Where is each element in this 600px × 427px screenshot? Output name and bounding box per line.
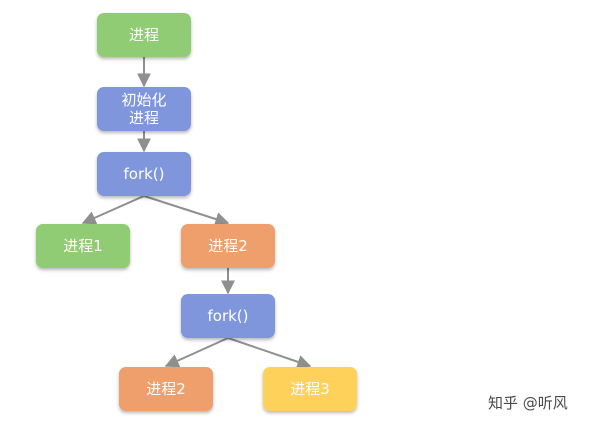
node-label: 进程	[129, 109, 159, 127]
edge-fork-2-to-process-3	[227, 337, 312, 369]
node-box	[97, 13, 191, 57]
node-label: 进程	[129, 26, 159, 44]
node-box	[36, 224, 130, 268]
watermark: 知乎 @听风	[488, 394, 568, 412]
node-box	[119, 367, 213, 411]
node-label: 进程2	[208, 237, 248, 255]
edge-fork-2-to-process-2-child	[164, 337, 229, 368]
node-box	[181, 224, 275, 268]
edge-fork-1-to-process-1	[81, 195, 145, 225]
node-box	[97, 152, 191, 196]
node-process-3: 进程3	[263, 367, 357, 411]
node-process-root: 进程	[97, 13, 191, 57]
node-box	[181, 294, 275, 338]
node-label: 进程1	[63, 237, 103, 255]
node-process-1: 进程1	[36, 224, 130, 268]
edge-fork-1-to-process-2	[143, 195, 230, 226]
node-label: 初始化	[121, 91, 166, 109]
node-fork-2: fork()	[181, 294, 275, 338]
edges-layer	[81, 57, 312, 369]
node-label: 进程2	[146, 380, 186, 398]
node-label: fork()	[207, 307, 248, 325]
node-fork-1: fork()	[97, 152, 191, 196]
node-process-2: 进程2	[181, 224, 275, 268]
node-label: 进程3	[290, 380, 330, 398]
node-process-2-child: 进程2	[119, 367, 213, 411]
node-label: fork()	[123, 165, 164, 183]
node-box	[263, 367, 357, 411]
node-box	[97, 87, 191, 131]
